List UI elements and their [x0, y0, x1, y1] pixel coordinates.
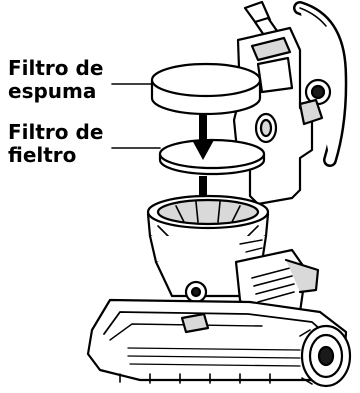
- foam-filter-disk: [150, 62, 262, 116]
- foam-filter-label-line1: Filtro de: [8, 56, 104, 80]
- foam-filter-label-line2: espuma: [8, 79, 97, 103]
- felt-filter-label-line1: Filtro de: [8, 120, 104, 144]
- rear-wheel: [299, 324, 352, 388]
- arrow-down-icon: [192, 114, 214, 160]
- foam-filter-label: Filtro de espuma: [8, 57, 103, 103]
- dust-cup-housing: [146, 194, 270, 298]
- felt-filter-label-line2: fieltro: [8, 143, 77, 167]
- felt-filter-disk: [158, 138, 266, 176]
- vacuum-upper-body: [232, 0, 348, 206]
- felt-filter-label: Filtro de fieltro: [8, 121, 103, 167]
- vacuum-floor-nozzle: [86, 298, 348, 384]
